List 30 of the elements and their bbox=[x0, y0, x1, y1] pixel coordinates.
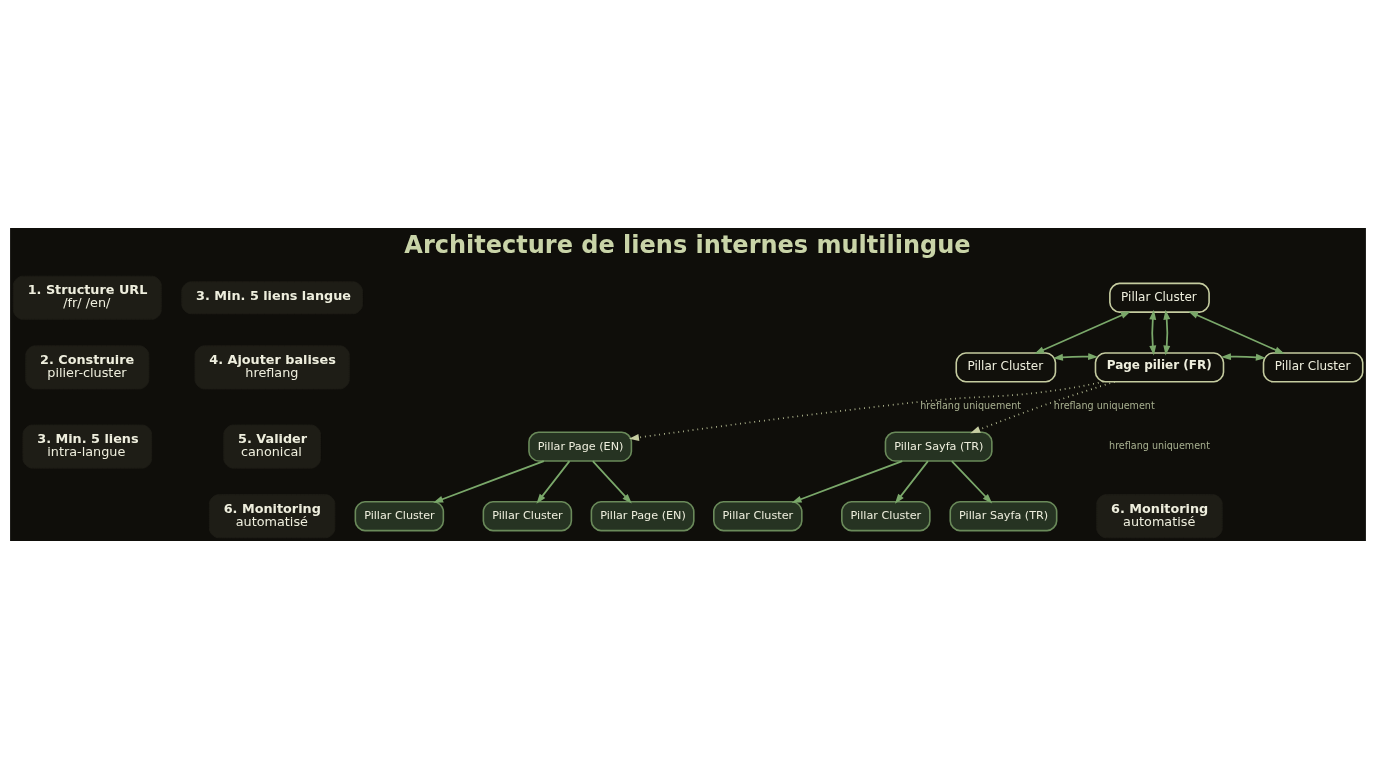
arrow bbox=[791, 459, 904, 503]
arrow bbox=[970, 380, 1116, 433]
node-box: Pillar Cluster bbox=[713, 500, 803, 531]
node-box: Pillar Cluster bbox=[354, 500, 445, 531]
arrow bbox=[1221, 352, 1266, 361]
arrow bbox=[1149, 309, 1157, 355]
diagram-title: Architecture de liens internes multilingue bbox=[404, 230, 971, 259]
label: hreflang uniquement bbox=[1109, 439, 1210, 451]
arrow bbox=[591, 459, 632, 504]
node-box: Pillar Sayfa (TR) bbox=[884, 430, 993, 462]
node-box: Pillar Cluster bbox=[841, 500, 931, 531]
node-box: Pillar Cluster bbox=[1262, 351, 1364, 383]
arrow bbox=[1034, 310, 1131, 354]
arrow bbox=[1188, 310, 1285, 354]
arrow bbox=[894, 459, 929, 504]
arrow bbox=[433, 459, 545, 503]
node-box: Pillar Cluster bbox=[955, 351, 1057, 383]
edge-label: hreflang uniquement bbox=[920, 399, 1022, 411]
arrow bbox=[950, 459, 993, 504]
arrow bbox=[1163, 309, 1171, 355]
node-box: Pillar Cluster bbox=[1109, 282, 1210, 313]
arrow bbox=[536, 459, 571, 504]
node-box: Pillar Page (EN) bbox=[590, 500, 695, 531]
node-box: Pillar Cluster bbox=[482, 500, 573, 531]
node-box: Pillar Page (EN) bbox=[528, 430, 633, 462]
node-box: Pillar Sayfa (TR) bbox=[949, 500, 1058, 531]
node-box: Page pilier (FR) bbox=[1094, 351, 1225, 383]
edge-label: hreflang uniquement bbox=[1053, 399, 1155, 411]
arrow bbox=[629, 380, 1105, 441]
arrow bbox=[1053, 352, 1099, 361]
